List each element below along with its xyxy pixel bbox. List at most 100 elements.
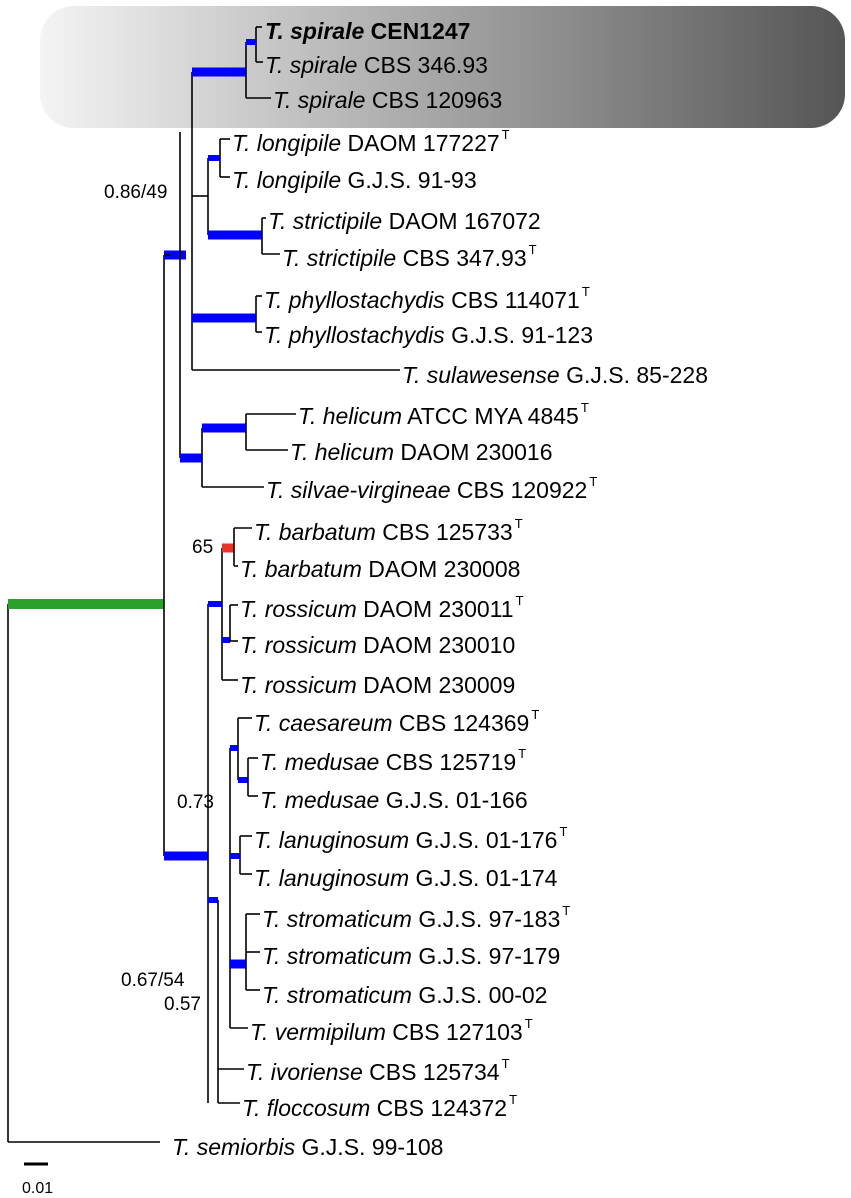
type-strain-marker: T <box>582 284 590 299</box>
taxon-strain: CBS 120963 <box>365 87 502 113</box>
tip-label: T. stromaticum G.J.S. 00-02 <box>262 982 547 1008</box>
tip-label: T. strictipile DAOM 167072 <box>268 208 541 234</box>
tip-label: T. semiorbis G.J.S. 99-108 <box>172 1134 443 1160</box>
taxon-strain: CBS 124372 <box>370 1095 507 1121</box>
type-strain-marker: T <box>515 516 523 531</box>
taxon-genus-species: T. medusae <box>260 749 379 775</box>
taxon-genus-species: T. lanuginosum <box>254 827 409 853</box>
type-strain-marker: T <box>516 593 524 608</box>
tip-label: T. lanuginosum G.J.S. 01-174 <box>254 865 558 891</box>
taxon-genus-species: T. phyllostachydis <box>264 287 445 313</box>
highlight-clade-box <box>40 6 845 128</box>
taxon-genus-species: T. stromaticum <box>262 906 412 932</box>
taxon-genus-species: T. semiorbis <box>172 1134 296 1160</box>
taxon-genus-species: T. stromaticum <box>262 982 412 1008</box>
taxon-strain: CBS 114071 <box>445 287 580 313</box>
tip-label: T. stromaticum G.J.S. 97-179 <box>262 943 560 969</box>
taxon-genus-species: T. helicum <box>298 403 402 429</box>
taxon-strain: G.J.S. 01-176 <box>409 827 557 853</box>
type-strain-marker: T <box>589 474 597 489</box>
taxon-strain: CEN1247 <box>364 18 470 44</box>
taxon-genus-species: T. spirale <box>265 52 357 78</box>
taxon-genus-species: T. ivoriense <box>246 1059 363 1085</box>
taxon-genus-species: T. spirale <box>273 87 365 113</box>
taxon-strain: G.J.S. 91-123 <box>445 322 593 348</box>
tip-label: T. spirale CBS 346.93 <box>265 52 488 78</box>
taxon-strain: G.J.S. 01-174 <box>409 865 558 891</box>
type-strain-marker: T <box>529 242 537 257</box>
taxon-strain: CBS 124369 <box>393 710 530 736</box>
tip-label: T. helicum DAOM 230016 <box>290 439 553 465</box>
taxon-genus-species: T. vermipilum <box>250 1019 386 1045</box>
tip-label: T. barbatum DAOM 230008 <box>240 556 520 582</box>
taxon-strain: G.J.S. 91-93 <box>341 167 477 193</box>
scale-bar-label: 0.01 <box>22 1180 53 1197</box>
taxon-strain: G.J.S. 97-179 <box>412 943 560 969</box>
taxon-genus-species: T. sulawesense <box>402 362 560 388</box>
taxon-strain: ATCC MYA 4845 <box>402 403 579 429</box>
taxon-strain: CBS 125734 <box>363 1059 500 1085</box>
taxon-strain: DAOM 230011 <box>357 596 514 622</box>
taxon-strain: DAOM 230016 <box>394 439 553 465</box>
taxon-genus-species: T. floccosum <box>242 1095 370 1121</box>
taxon-genus-species: T. rossicum <box>240 632 357 658</box>
taxon-strain: CBS 346.93 <box>357 52 487 78</box>
taxon-genus-species: T. rossicum <box>240 596 357 622</box>
taxon-strain: G.J.S. 85-228 <box>560 362 708 388</box>
type-strain-marker: T <box>509 1092 517 1107</box>
taxon-genus-species: T. lanuginosum <box>254 865 409 891</box>
taxon-strain: DAOM 230010 <box>357 632 516 658</box>
taxon-genus-species: T. longipile <box>232 130 341 156</box>
taxon-strain: CBS 347.93 <box>396 245 526 271</box>
taxon-strain: CBS 125719 <box>379 749 516 775</box>
tip-label: T. spirale CBS 120963 <box>273 87 502 113</box>
type-strain-marker: T <box>525 1016 533 1031</box>
branches <box>7 26 400 1143</box>
taxon-genus-species: T. rossicum <box>240 672 357 698</box>
taxon-genus-species: T. strictipile <box>268 208 382 234</box>
taxon-strain: G.J.S. 99-108 <box>295 1134 443 1160</box>
taxon-genus-species: T. helicum <box>290 439 394 465</box>
taxon-genus-species: T. barbatum <box>254 519 376 545</box>
type-strain-marker: T <box>581 400 589 415</box>
taxon-strain: G.J.S. 01-166 <box>379 787 527 813</box>
support-values: 0.86/49 65 0.73 0.67/54 0.57 <box>104 182 214 1015</box>
tip-label: T. longipile G.J.S. 91-93 <box>232 167 477 193</box>
type-strain-marker: T <box>531 707 539 722</box>
tip-label: T. rossicum DAOM 230009 <box>240 672 515 698</box>
support-label-3: 0.67/54 <box>121 970 185 991</box>
tip-label: T. phyllostachydis G.J.S. 91-123 <box>264 322 593 348</box>
taxon-genus-species: T. longipile <box>232 167 341 193</box>
taxon-strain: DAOM 230009 <box>357 672 516 698</box>
taxon-strain: DAOM 230008 <box>362 556 521 582</box>
type-strain-marker: T <box>502 1056 510 1071</box>
tip-label: T. sulawesense G.J.S. 85-228 <box>402 362 708 388</box>
support-label-2: 0.73 <box>177 792 214 813</box>
type-strain-marker: T <box>559 824 567 839</box>
tip-label: T. spirale CEN1247 <box>265 18 470 44</box>
taxon-genus-species: T. stromaticum <box>262 943 412 969</box>
taxon-genus-species: T. strictipile <box>282 245 396 271</box>
taxon-genus-species: T. phyllostachydis <box>264 322 445 348</box>
support-label-0: 0.86/49 <box>104 182 167 203</box>
taxon-genus-species: T. medusae <box>260 787 379 813</box>
taxon-strain: G.J.S. 00-02 <box>412 982 548 1008</box>
type-strain-marker: T <box>562 903 570 918</box>
taxon-strain: CBS 120922 <box>451 477 588 503</box>
tip-label: T. rossicum DAOM 230010 <box>240 632 515 658</box>
type-strain-marker: T <box>502 127 510 142</box>
taxon-strain: DAOM 167072 <box>382 208 541 234</box>
taxon-genus-species: T. barbatum <box>240 556 362 582</box>
